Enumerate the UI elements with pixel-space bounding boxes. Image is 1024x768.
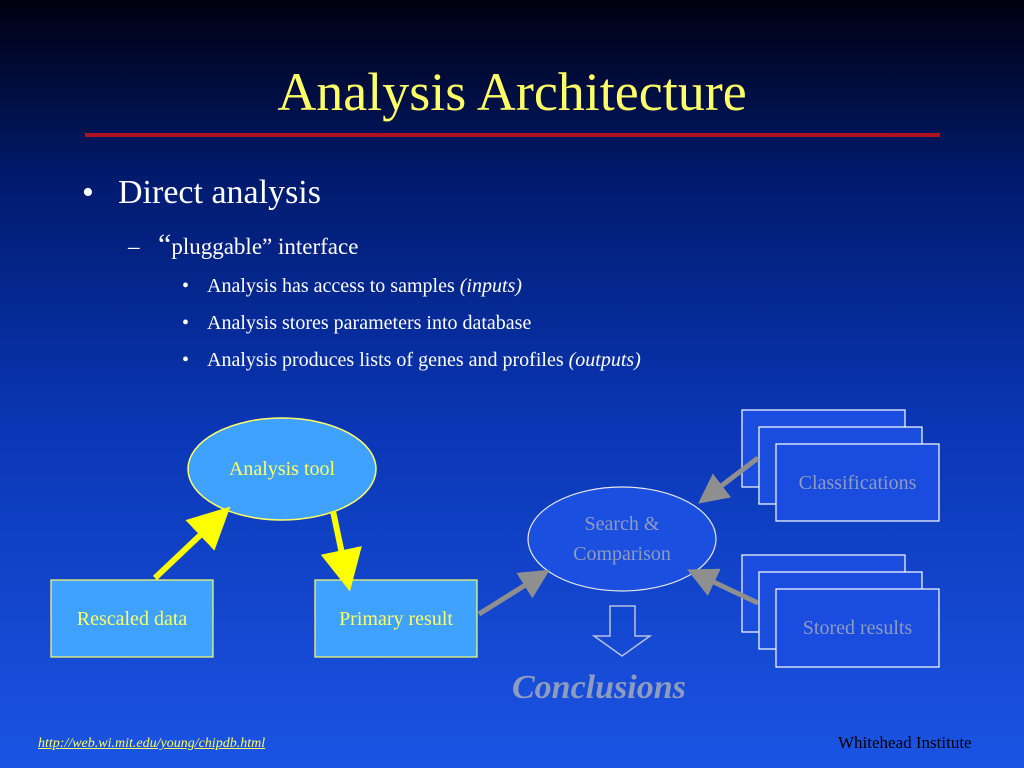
primary-result-label: Primary result (339, 607, 453, 630)
conclusions-label: Conclusions (512, 669, 686, 706)
stored-results-label: Stored results (802, 617, 913, 639)
footer-url-link[interactable]: http://web.wi.mit.edu/young/chipdb.html (38, 736, 266, 751)
dash-marker: – (128, 234, 140, 259)
search-comparison-label: Search & Comparison (528, 507, 716, 571)
arrow-stored-to-search (687, 568, 760, 606)
bullet-marker: • (82, 174, 94, 211)
rescaled-data-label: Rescaled data (76, 607, 188, 630)
detail-bullet-inputs: • Analysis has access to samples (inputs) (182, 272, 522, 300)
stored-results-node (775, 588, 940, 668)
search-comparison-node (527, 486, 717, 592)
detail-emphasis: (outputs) (568, 349, 641, 371)
search-comparison-line-2: Comparison (573, 543, 671, 565)
down-arrow-icon (591, 605, 653, 657)
arrow-primary-to-search (477, 569, 550, 617)
bullet-marker: • (182, 312, 190, 334)
primary-result-node (314, 579, 478, 658)
title-underline (85, 133, 940, 137)
analysis-tool-label: Analysis tool (228, 458, 336, 480)
open-quote: “ (158, 228, 172, 261)
rescaled-data-node (50, 579, 214, 658)
detail-text: Analysis has access to samples (207, 275, 460, 297)
detail-text: Analysis produces lists of genes and pro… (207, 349, 569, 371)
slide-title: Analysis Architecture (277, 62, 747, 122)
search-comparison-line-1: Search & (584, 513, 660, 535)
bullet-marker: • (182, 275, 190, 297)
detail-bullet-parameters: • Analysis stores parameters into databas… (182, 309, 531, 337)
footer-organization: Whitehead Institute (838, 733, 972, 752)
bullet-text: Direct analysis (118, 174, 321, 211)
bullet-marker: • (182, 349, 190, 371)
arrow-rescaled-to-tool (152, 506, 231, 581)
detail-text: Analysis stores parameters into database (207, 312, 532, 334)
bullet-direct-analysis: • Direct analysis (82, 171, 321, 215)
detail-emphasis: (inputs) (459, 275, 522, 297)
subbullet-pluggable-interface: –“pluggable” interface (128, 228, 358, 264)
analysis-tool-node (187, 417, 377, 521)
arrow-tool-to-primary (320, 510, 362, 592)
classifications-label: Classifications (798, 471, 917, 494)
detail-bullet-outputs: • Analysis produces lists of genes and pr… (182, 346, 641, 374)
arrow-classifications-to-search (698, 456, 760, 504)
classifications-node (775, 443, 940, 522)
subbullet-text: pluggable” interface (171, 234, 359, 259)
